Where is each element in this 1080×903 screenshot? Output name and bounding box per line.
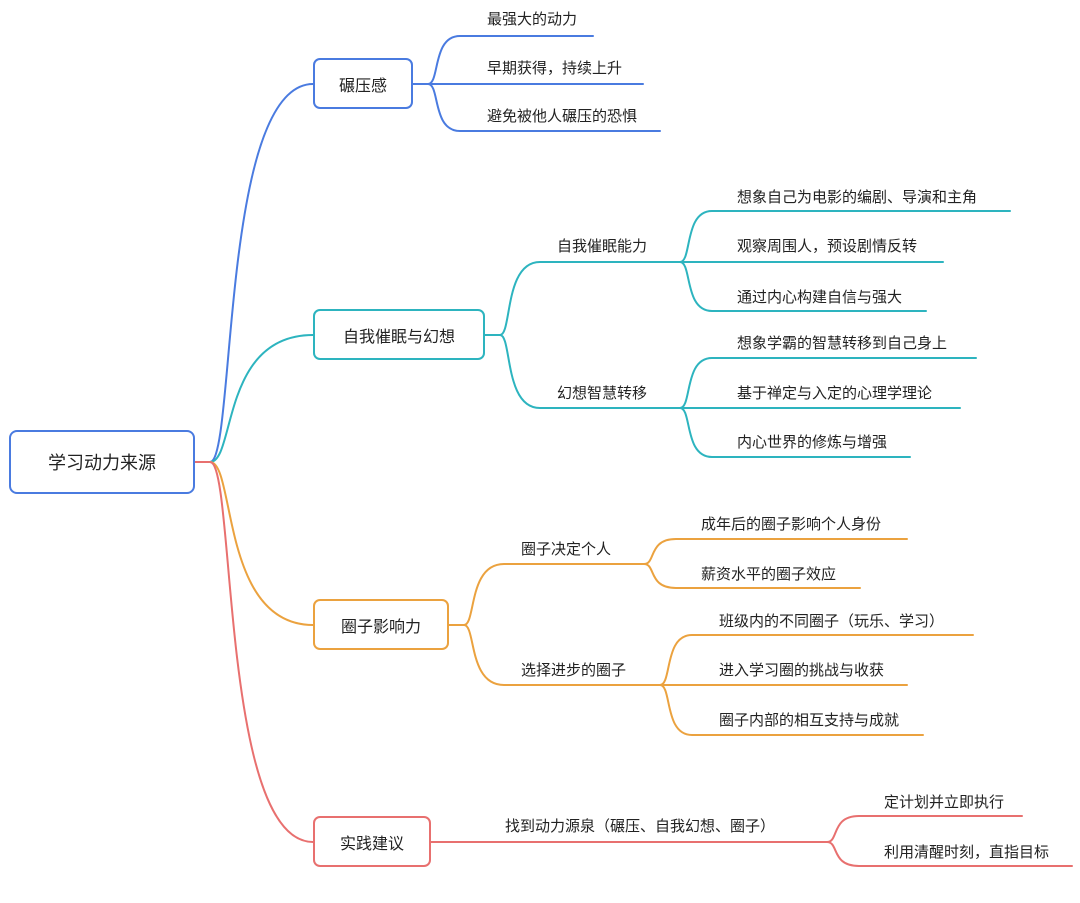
branch-1-0-leaf-0 — [679, 210, 1011, 263]
subbranch-label: 圈子决定个人 — [521, 540, 612, 558]
branch-2-0-leaf-0 — [643, 538, 908, 565]
root-to-branch-0 — [209, 83, 314, 463]
branch-3-0-leaf-0 — [826, 815, 1023, 843]
branch-2-sub-0 — [463, 563, 645, 626]
leaf-label: 班级内的不同圈子（玩乐、学习） — [719, 612, 945, 630]
subbranch-label: 选择进步的圈子 — [521, 661, 627, 679]
branch-label: 圈子影响力 — [340, 616, 421, 636]
branch-1-sub-0 — [499, 261, 681, 336]
branch-2-0-leaf-1 — [643, 563, 861, 589]
root-label: 学习动力来源 — [48, 453, 156, 474]
leaf-label: 圈子内部的相互支持与成就 — [719, 711, 900, 729]
root-node[interactable]: 学习动力来源 — [9, 430, 195, 494]
leaf-label: 最强大的动力 — [487, 10, 578, 28]
leaf-label: 通过内心构建自信与强大 — [737, 288, 903, 306]
branch-2-sub-1 — [463, 624, 661, 686]
branch-node-hypnosis[interactable]: 自我催眠与幻想 — [313, 309, 485, 360]
branch-1-1-leaf-0 — [679, 357, 977, 409]
branch-1-0-leaf-2 — [679, 261, 927, 312]
leaf-label: 进入学习圈的挑战与收获 — [719, 661, 885, 679]
root-to-branch-1 — [209, 334, 314, 463]
branch-label: 实践建议 — [339, 833, 404, 853]
branch-node-crush[interactable]: 碾压感 — [313, 58, 413, 109]
branch-label: 碾压感 — [338, 75, 387, 95]
subbranch-label: 幻想智慧转移 — [557, 384, 648, 402]
leaf-label: 利用清醒时刻，直指目标 — [884, 843, 1050, 861]
root-to-branch-2 — [209, 461, 314, 626]
leaf-label: 内心世界的修炼与增强 — [737, 433, 888, 451]
branch-label: 自我催眠与幻想 — [342, 326, 455, 346]
leaf-label: 基于禅定与入定的心理学理论 — [737, 384, 933, 402]
leaf-label: 想象自己为电影的编剧、导演和主角 — [737, 188, 978, 206]
branch-1-1-leaf-2 — [679, 407, 911, 458]
subbranch-label: 找到动力源泉（碾压、自我幻想、圈子） — [505, 817, 776, 835]
branch-1-sub-1 — [499, 334, 681, 409]
leaf-label: 定计划并立即执行 — [884, 793, 1005, 811]
leaf-label: 避免被他人碾压的恐惧 — [487, 107, 638, 125]
branch-node-practice[interactable]: 实践建议 — [313, 816, 431, 867]
branch-0-leaf-2 — [412, 83, 661, 132]
branch-node-circle[interactable]: 圈子影响力 — [313, 599, 449, 650]
branch-3-0-leaf-1 — [826, 841, 1073, 867]
leaf-label: 观察周围人，预设剧情反转 — [737, 237, 918, 255]
leaf-label: 早期获得，持续上升 — [487, 59, 623, 77]
leaf-label: 想象学霸的智慧转移到自己身上 — [737, 334, 948, 352]
leaf-label: 薪资水平的圈子效应 — [701, 565, 837, 583]
branch-2-1-leaf-0 — [659, 634, 974, 686]
root-to-branch-3 — [209, 461, 314, 843]
subbranch-label: 自我催眠能力 — [557, 237, 648, 255]
branch-2-1-leaf-2 — [659, 684, 924, 736]
leaf-label: 成年后的圈子影响个人身份 — [701, 515, 882, 533]
